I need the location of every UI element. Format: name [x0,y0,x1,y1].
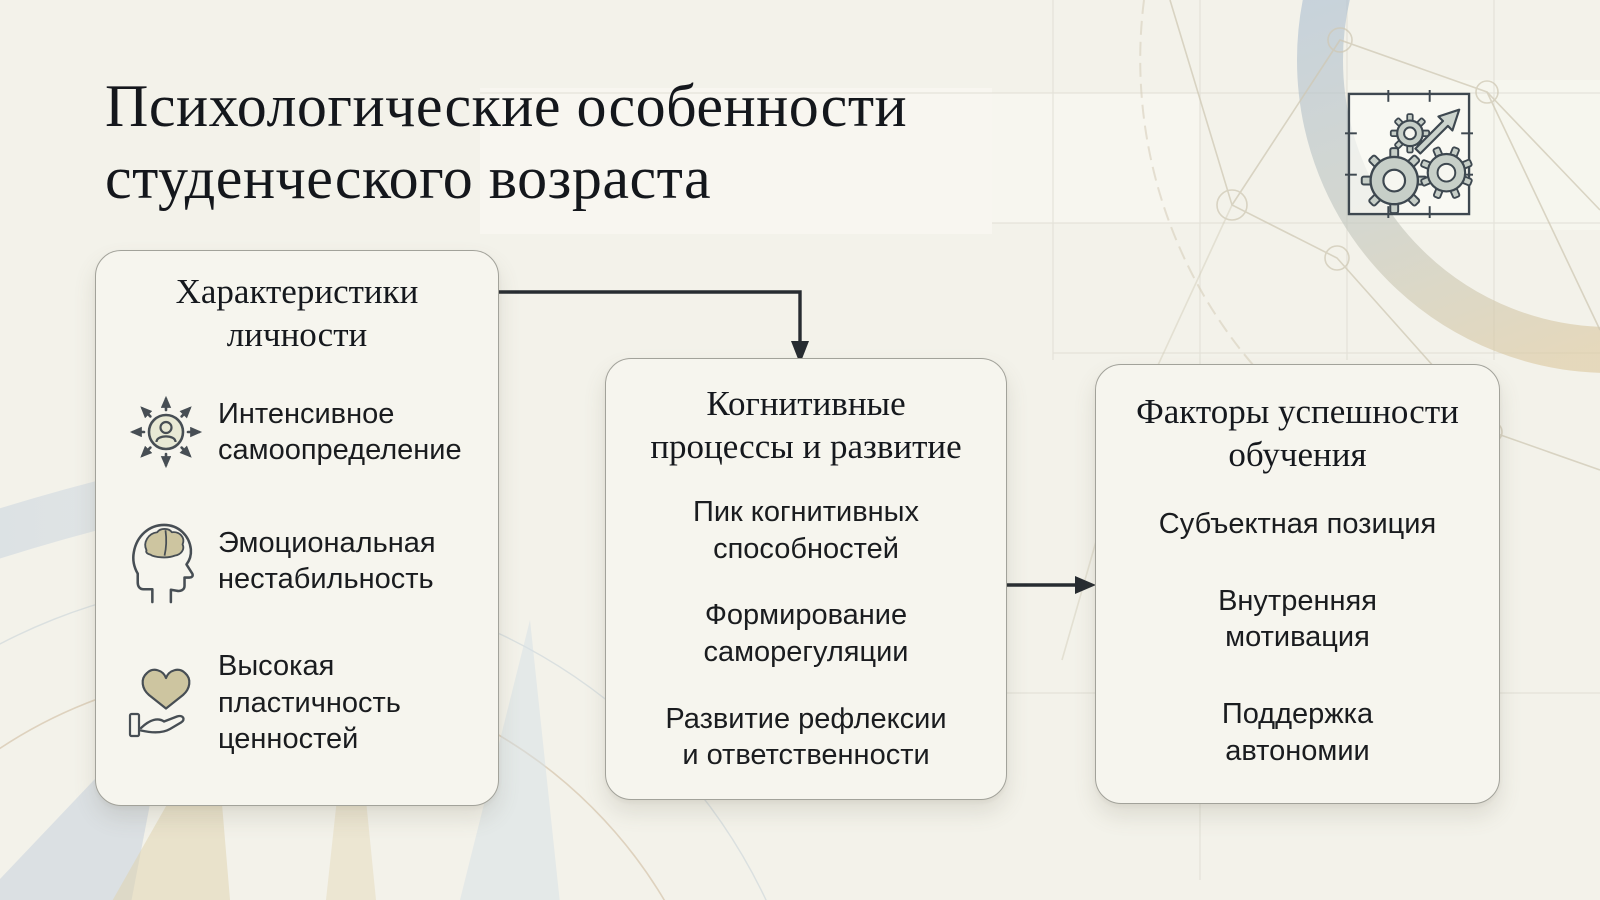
person-arrows-icon [122,390,210,474]
card-title: Факторы успешности обучения [1136,392,1459,474]
card-personality-characteristics: Характеристики личности [95,250,499,806]
gear-large [1360,147,1428,215]
card-cognitive-processes: Когнитивные процессы и развитие Пик когн… [605,358,1007,800]
list-item-intrinsic-motivation: Внутренняя мотивация [1218,584,1377,654]
item-label: Интенсивное самоопределение [218,397,462,467]
list-item-value-plasticity: Высокая пластичность ценностей [108,648,486,758]
cognitive-items: Пик когнитивных способностей Формировани… [622,494,990,773]
list-item-autonomy-support: Поддержка автономии [1221,697,1374,767]
gears-growth-arrow-icon [1345,90,1473,218]
list-item-self-determination: Интенсивное самоопределение [108,390,486,474]
heart-in-hand-icon [122,662,210,744]
arrow-cognitive-to-success [1007,576,1096,594]
list-item-cognitive-peak: Пик когнитивных способностей [693,496,919,565]
item-label: Высокая пластичность ценностей [218,650,401,756]
page-title: Психологические особенности студенческог… [105,73,908,211]
personality-items: Интенсивное самоопределение Эмоциональна… [108,390,486,758]
head-brain-icon [122,518,210,604]
card-title: Характеристики личности [175,272,419,354]
list-item-reflection-responsibility: Развитие рефлексии и ответственности [665,702,947,772]
list-item-self-regulation: Формирование саморегуляции [703,599,909,668]
item-label: Эмоциональная нестабильность [218,526,436,596]
list-item-emotional-instability: Эмоциональная нестабильность [108,518,486,604]
card-title: Когнитивные процессы и развитие [650,384,962,466]
list-item-subject-position: Субъектная позиция [1158,508,1437,541]
arrow-personality-to-cognitive [499,290,809,364]
success-items: Субъектная позиция Внутренняя мотивация … [1112,506,1483,769]
card-learning-success-factors: Факторы успешности обучения Субъектная п… [1095,364,1500,804]
